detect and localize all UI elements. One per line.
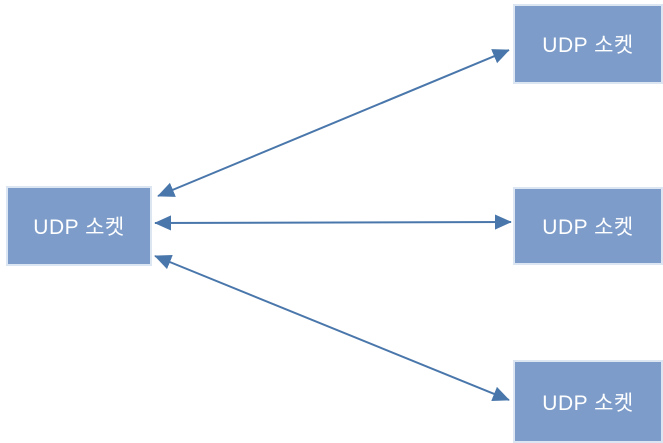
udp-socket-label: UDP 소켓	[542, 391, 634, 415]
udp-socket-label: UDP 소켓	[542, 216, 634, 239]
udp-socket-label: UDP 소켓	[542, 34, 634, 57]
udp-socket-box-left: UDP 소켓	[6, 186, 152, 266]
arrow-left-to-middle	[154, 214, 512, 231]
udp-socket-box-right-middle: UDP 소켓	[513, 187, 663, 265]
udp-socket-label: UDP 소켓	[33, 216, 125, 239]
udp-socket-box-right-top: UDP 소켓	[513, 4, 663, 84]
arrow-left-to-bottom	[154, 254, 510, 402]
arrow-left-to-top	[157, 49, 510, 197]
udp-socket-box-right-bottom: UDP 소켓	[513, 360, 663, 443]
